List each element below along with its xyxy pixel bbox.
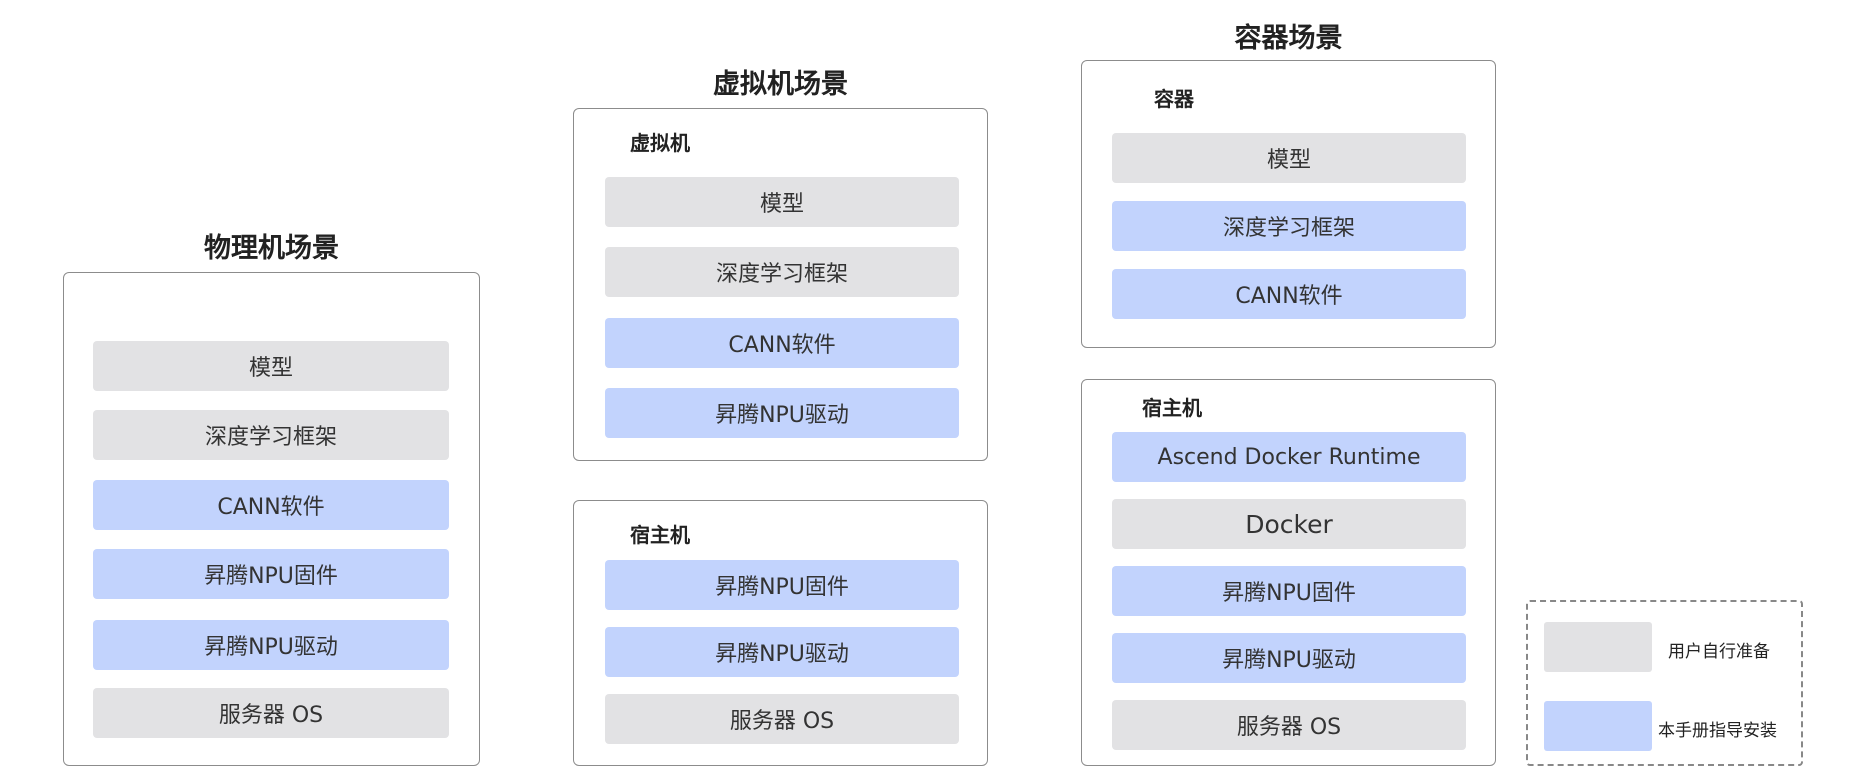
physical-layer-1: 深度学习框架 xyxy=(93,410,449,460)
legend: 用户自行准备 本手册指导安装 xyxy=(1526,600,1803,766)
container-guest-layer-1: 深度学习框架 xyxy=(1112,201,1466,251)
vm-host-label: 宿主机 xyxy=(630,523,690,547)
vm-host-layer-0: 昇腾NPU固件 xyxy=(605,560,959,610)
vm-guest-layer-3: 昇腾NPU驱动 xyxy=(605,388,959,438)
legend-label-user-prepared: 用户自行准备 xyxy=(1668,642,1770,662)
container-guest-layer-2: CANN软件 xyxy=(1112,269,1466,319)
vm-host-frame: 宿主机 昇腾NPU固件 昇腾NPU驱动 服务器 OS xyxy=(573,500,988,766)
container-host-layer-1: Docker xyxy=(1112,499,1466,549)
container-guest-label: 容器 xyxy=(1154,87,1194,111)
container-scenario-title: 容器场景 xyxy=(1234,23,1343,54)
container-host-layer-4: 服务器 OS xyxy=(1112,700,1466,750)
vm-host-layer-1: 昇腾NPU驱动 xyxy=(605,627,959,677)
legend-swatch-manual-installed xyxy=(1544,701,1652,751)
vm-guest-label: 虚拟机 xyxy=(630,131,690,155)
container-host-label: 宿主机 xyxy=(1142,396,1202,420)
legend-swatch-user-prepared xyxy=(1544,622,1652,672)
physical-layer-2: CANN软件 xyxy=(93,480,449,530)
vm-guest-frame: 虚拟机 模型 深度学习框架 CANN软件 昇腾NPU驱动 xyxy=(573,108,988,461)
vm-guest-layer-2: CANN软件 xyxy=(605,318,959,368)
container-host-layer-3: 昇腾NPU驱动 xyxy=(1112,633,1466,683)
vm-host-layer-2: 服务器 OS xyxy=(605,694,959,744)
container-host-frame: 宿主机 Ascend Docker Runtime Docker 昇腾NPU固件… xyxy=(1081,379,1496,766)
physical-layer-5: 服务器 OS xyxy=(93,688,449,738)
container-host-layer-2: 昇腾NPU固件 xyxy=(1112,566,1466,616)
legend-label-manual-installed: 本手册指导安装 xyxy=(1658,721,1777,741)
physical-layer-4: 昇腾NPU驱动 xyxy=(93,620,449,670)
physical-layer-3: 昇腾NPU固件 xyxy=(93,549,449,599)
container-guest-frame: 容器 模型 深度学习框架 CANN软件 xyxy=(1081,60,1496,348)
physical-scenario-title: 物理机场景 xyxy=(204,233,339,264)
physical-layer-0: 模型 xyxy=(93,341,449,391)
vm-guest-layer-1: 深度学习框架 xyxy=(605,247,959,297)
container-host-layer-0: Ascend Docker Runtime xyxy=(1112,432,1466,482)
vm-scenario-title: 虚拟机场景 xyxy=(713,69,848,100)
container-guest-layer-0: 模型 xyxy=(1112,133,1466,183)
vm-guest-layer-0: 模型 xyxy=(605,177,959,227)
physical-machine-frame: 模型 深度学习框架 CANN软件 昇腾NPU固件 昇腾NPU驱动 服务器 OS xyxy=(63,272,480,766)
